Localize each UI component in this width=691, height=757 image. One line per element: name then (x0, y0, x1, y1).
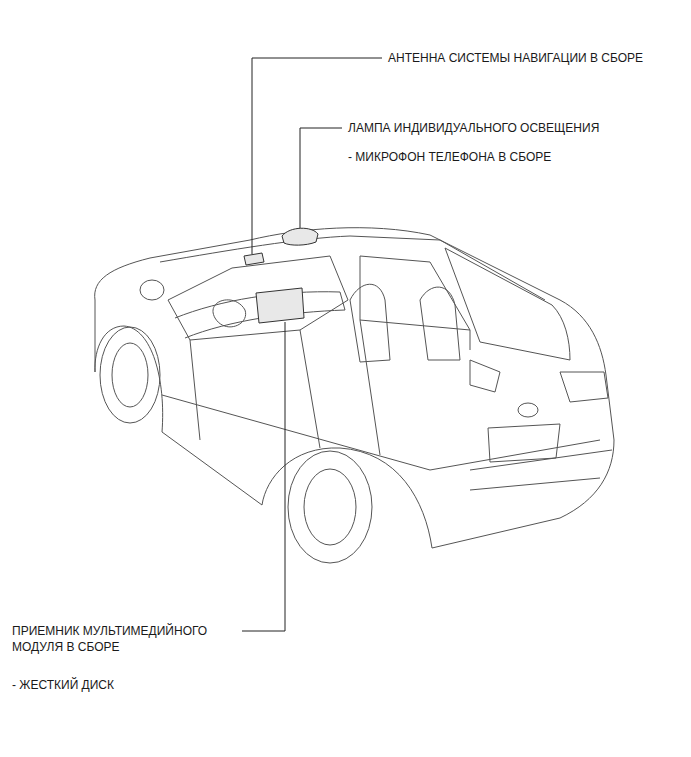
emblem (518, 403, 538, 417)
part-label: - ЖЕСТКИЙ ДИСК (12, 677, 114, 693)
body-line (162, 395, 600, 470)
leader-line (300, 128, 342, 228)
map-lamp (282, 228, 318, 245)
rear-bumper (470, 450, 612, 490)
multimedia-unit (256, 288, 304, 323)
steering-wheel (213, 300, 246, 327)
part-label: АНТЕННА СИСТЕМЫ НАВИГАЦИИ В СБОРЕ (388, 50, 643, 66)
part-label: ЛАМПА ИНДИВИДУАЛЬНОГО ОСВЕЩЕНИЯ (348, 120, 599, 136)
part-label: - МИКРОФОН ТЕЛЕФОНА В СБОРЕ (348, 149, 551, 165)
wheel-hub (112, 343, 148, 407)
part-label: ПРИЕМНИК МУЛЬТИМЕДИЙНОГО МОДУЛЯ В СБОРЕ (12, 623, 238, 655)
side-window (168, 256, 348, 340)
seat (350, 284, 390, 362)
wheel (100, 327, 160, 423)
car-body (95, 228, 614, 548)
navigation-antenna (244, 253, 264, 265)
door-line (190, 320, 470, 455)
side-window (360, 256, 470, 330)
seat (420, 287, 460, 360)
rear-light (470, 360, 500, 392)
rear-window (445, 248, 570, 360)
wheel-hub (304, 469, 356, 545)
wheel (288, 451, 372, 563)
license-plate (488, 424, 560, 462)
mirror (140, 280, 164, 300)
roof-line (160, 236, 545, 300)
leader-line (242, 322, 285, 631)
rear-light (560, 372, 608, 402)
